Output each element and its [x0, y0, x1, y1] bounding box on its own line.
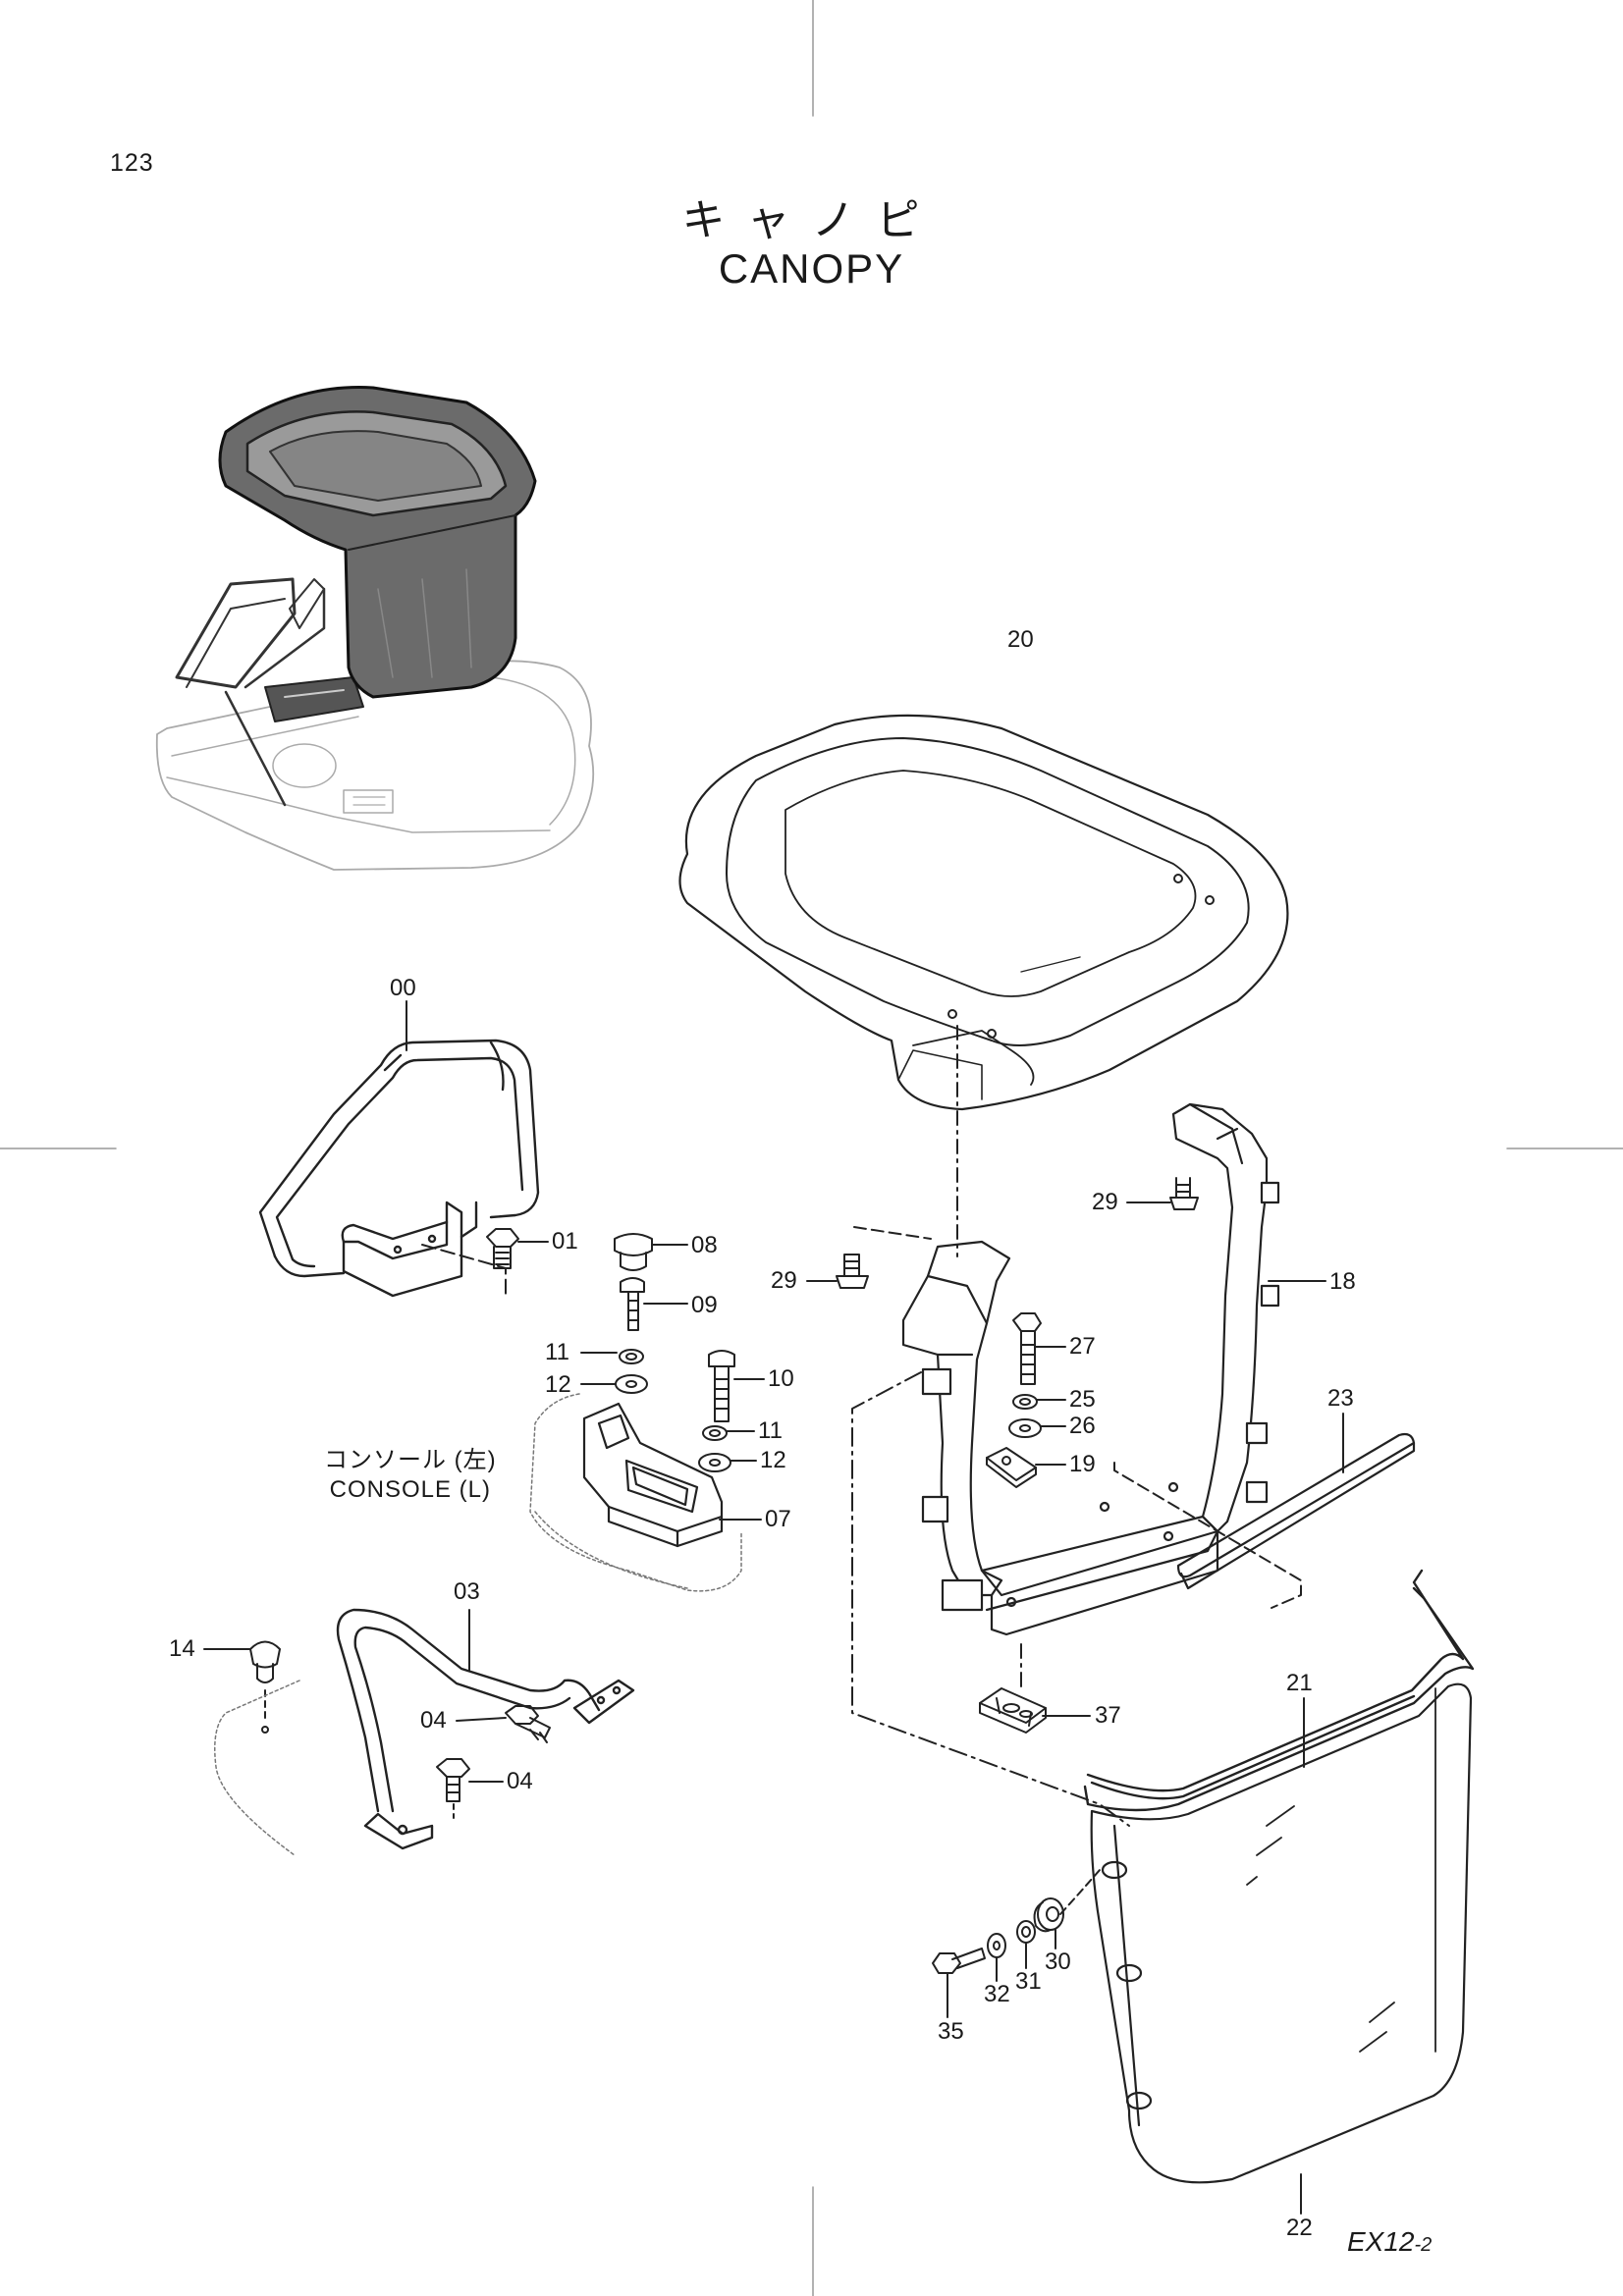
part-23-seal-strip [1176, 1432, 1416, 1590]
label-part-14: 14 [169, 1635, 195, 1662]
label-part-23: 23 [1327, 1385, 1354, 1412]
leader-04a [456, 1717, 507, 1722]
part-21-door-seal [1083, 1569, 1475, 1812]
part-11-lock-washer-lower [702, 1425, 728, 1441]
part-11-lock-washer-upper [619, 1349, 644, 1364]
label-part-32: 32 [984, 1981, 1010, 2007]
console-label-en: CONSOLE (L) [329, 1476, 492, 1503]
label-part-26: 26 [1069, 1413, 1096, 1439]
label-part-29-right: 29 [1092, 1189, 1118, 1215]
leader-30 [1059, 1869, 1101, 1915]
title-english: CANOPY [718, 245, 905, 292]
label-part-27: 27 [1069, 1333, 1096, 1360]
label-part-21: 21 [1286, 1670, 1313, 1696]
console-label: コンソール (左) CONSOLE (L) [324, 1446, 497, 1505]
label-part-22: 22 [1286, 2215, 1313, 2241]
label-part-20: 20 [1007, 626, 1034, 653]
console-label-jp: コンソール (左) [324, 1447, 497, 1473]
part-07-console-bracket [582, 1402, 724, 1548]
label-part-31: 31 [1015, 1968, 1042, 1995]
part-09-screw [620, 1277, 645, 1331]
part-32-washer [987, 1933, 1006, 1958]
label-part-37: 37 [1095, 1702, 1121, 1729]
part-00-guard-rail [258, 1039, 540, 1298]
model-code-main: EX12 [1347, 2226, 1415, 2257]
label-part-04-lower: 04 [507, 1768, 533, 1794]
label-part-10: 10 [768, 1365, 794, 1392]
dashed-line-19 [1113, 1462, 1302, 1609]
label-part-03: 03 [454, 1578, 480, 1605]
label-part-00: 00 [390, 975, 416, 1001]
part-20-canopy-roof [678, 714, 1289, 1111]
part-12-washer-lower [698, 1453, 731, 1472]
label-part-19: 19 [1069, 1451, 1096, 1477]
label-part-08: 08 [691, 1232, 718, 1258]
label-part-07: 07 [765, 1506, 791, 1532]
part-30-grommet [1033, 1897, 1064, 1933]
part-35-bolt [932, 1948, 986, 1974]
console-left-outline [529, 1393, 742, 1592]
model-code-suffix: -2 [1414, 2234, 1433, 2256]
title-japanese: キャノピ [681, 195, 942, 245]
part-27-bolt [1012, 1312, 1042, 1385]
part-22-door-panel [1090, 1682, 1473, 2184]
part-25-lock-washer [1012, 1394, 1038, 1410]
part-18-canopy-frame [901, 1102, 1280, 1636]
part-08-plug [614, 1233, 653, 1271]
label-part-35: 35 [938, 2018, 964, 2045]
label-part-29-left: 29 [771, 1267, 797, 1294]
part-04-bolt-lower [436, 1758, 470, 1802]
dashed-line-29a [853, 1226, 932, 1240]
label-part-11-lower: 11 [758, 1417, 783, 1444]
floor-panel-outline [214, 1680, 300, 1856]
part-37-clamp [979, 1687, 1047, 1734]
part-31-collar [1016, 1920, 1036, 1944]
label-part-09: 09 [691, 1292, 718, 1318]
part-04-bolt-upper [505, 1705, 551, 1743]
label-part-11-upper: 11 [545, 1339, 569, 1365]
part-29-bolt-left [836, 1254, 869, 1289]
part-26-washer [1008, 1418, 1042, 1438]
part-12-washer-upper [615, 1374, 648, 1394]
label-part-12-lower: 12 [760, 1447, 786, 1473]
label-part-01: 01 [552, 1228, 578, 1255]
model-code: EX12-2 [1347, 2226, 1432, 2258]
dash-dot-line-door [851, 1371, 1130, 1827]
part-10-bolt [708, 1350, 735, 1422]
label-part-30: 30 [1045, 1949, 1071, 1975]
label-part-18: 18 [1329, 1268, 1356, 1295]
page-number: 123 [110, 149, 154, 177]
part-03-handrail [336, 1608, 635, 1850]
machine-overview-illustration [155, 386, 595, 871]
label-part-25: 25 [1069, 1386, 1096, 1413]
label-part-04-upper: 04 [420, 1707, 447, 1734]
part-19-plate [986, 1447, 1037, 1488]
part-14-clip [249, 1640, 281, 1683]
part-01-bolt [486, 1228, 519, 1269]
part-29-bolt-right [1169, 1177, 1199, 1210]
label-part-12-upper: 12 [545, 1371, 571, 1398]
